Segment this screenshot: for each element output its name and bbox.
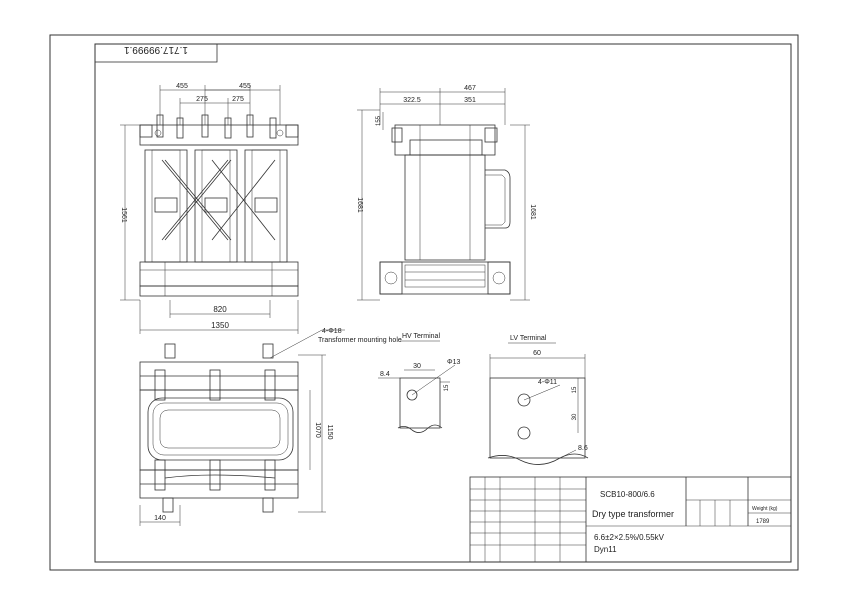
- title-model: SCB10-800/6.6: [600, 490, 655, 499]
- side-dim-top-left: 322.5: [403, 97, 421, 104]
- side-dim-top-total: 467: [464, 85, 476, 92]
- side-dim-height-left: 1681: [356, 197, 363, 213]
- lv-dim-holes: 4-Φ11: [538, 379, 557, 386]
- title-ratings: 6.6±2×2.5%/0.55kV: [594, 533, 665, 542]
- title-vector-group: Dyn11: [594, 545, 617, 554]
- hv-dim-offset: 15: [444, 384, 450, 391]
- hv-dim-thickness: 8.4: [380, 371, 390, 378]
- lv-dim-width: 60: [533, 350, 541, 357]
- front-view: 455 455 275 275: [120, 83, 299, 334]
- plan-view: 4-Φ18 Transformer mounting hole 1070 115…: [139, 328, 402, 526]
- side-dim-height-right: 1681: [529, 204, 536, 220]
- side-dim-small: 155: [376, 115, 382, 126]
- hv-dim-width: 30: [413, 363, 421, 370]
- drawing-number-box: 1.717.99999.1: [94, 43, 218, 63]
- inner-frame: [94, 43, 792, 563]
- lv-dim-edge: 15: [572, 386, 578, 393]
- front-dim-base-inner: 820: [213, 305, 227, 314]
- plan-hole-note: Transformer mounting hole: [318, 337, 402, 344]
- side-dim-top-right: 351: [464, 97, 476, 104]
- title-product: Dry type transformer: [592, 509, 674, 519]
- front-dim-base-outer: 1350: [211, 321, 229, 330]
- front-dim-height: 1561: [120, 207, 127, 223]
- side-view: 467 322.5 351 155 1681: [356, 85, 536, 301]
- plan-hole-label: 4-Φ18: [322, 328, 342, 335]
- lv-dim-thickness: 8.6: [578, 445, 588, 452]
- lv-terminal-detail: LV Terminal 60 4-Φ11 15 30 8.6: [487, 335, 589, 465]
- plan-dim-foot: 140: [154, 515, 166, 522]
- hv-terminal-detail: HV Terminal 30 Φ13 15 8.4: [378, 333, 460, 433]
- weight-label: Weight (kg): [752, 506, 778, 512]
- outer-frame: [49, 34, 799, 571]
- lv-terminal-title: LV Terminal: [510, 335, 547, 342]
- front-dim-inner-right: 275: [232, 96, 244, 103]
- plan-dim-depth-total: 1150: [326, 424, 333, 439]
- lv-dim-pitch: 30: [572, 413, 578, 420]
- front-dim-inner-left: 275: [196, 96, 208, 103]
- front-dim-top-right: 455: [239, 83, 251, 90]
- plan-dim-depth: 1070: [314, 422, 321, 438]
- hv-dim-hole: Φ13: [447, 359, 460, 366]
- weight-value: 1789: [756, 519, 770, 525]
- front-dim-top-left: 455: [176, 83, 188, 90]
- drawing-number: 1.717.99999.1: [124, 44, 188, 55]
- hv-terminal-title: HV Terminal: [402, 333, 440, 340]
- title-block: SCB10-800/6.6 Dry type transformer 6.6±2…: [469, 476, 792, 563]
